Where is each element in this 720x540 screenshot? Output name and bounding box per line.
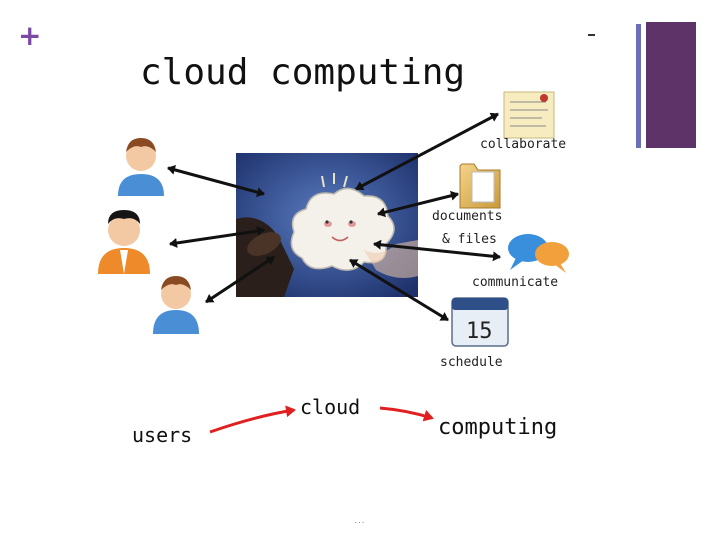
accent-bar-thin (636, 24, 641, 148)
divider-dash (588, 34, 595, 36)
calendar-icon: 15 (451, 297, 509, 347)
chat-bubbles-icon (508, 234, 569, 273)
calendar-day: 15 (466, 319, 493, 344)
user-avatar-middle (98, 210, 150, 274)
collaborate-label: collaborate (480, 137, 566, 152)
user-avatar-bottom (153, 276, 199, 334)
flow-cloud-label: cloud (300, 395, 360, 419)
cloud-computing-diagram: cloud computing (98, 52, 569, 447)
user-avatar-top (118, 138, 164, 196)
flow-computing-label: computing (438, 415, 557, 440)
user-arrows (167, 165, 275, 304)
documents-label: documents (432, 209, 502, 224)
folder-icon (459, 163, 501, 209)
communicate-label: communicate (472, 275, 558, 290)
service-arrows (349, 112, 501, 322)
cloud-photo (236, 153, 418, 297)
accent-bar-thick (646, 22, 696, 148)
sticky-note-icon (503, 91, 555, 139)
files-label: & files (442, 232, 497, 247)
slide-title: cloud computing (140, 52, 465, 93)
footer-mark: ... (354, 518, 365, 525)
plus-icon: + (18, 19, 42, 52)
flow-users-label: users (132, 423, 192, 447)
flow-arrow-cloud-computing (379, 406, 434, 422)
schedule-label: schedule (440, 355, 503, 370)
flow-arrow-users-cloud (209, 405, 296, 434)
